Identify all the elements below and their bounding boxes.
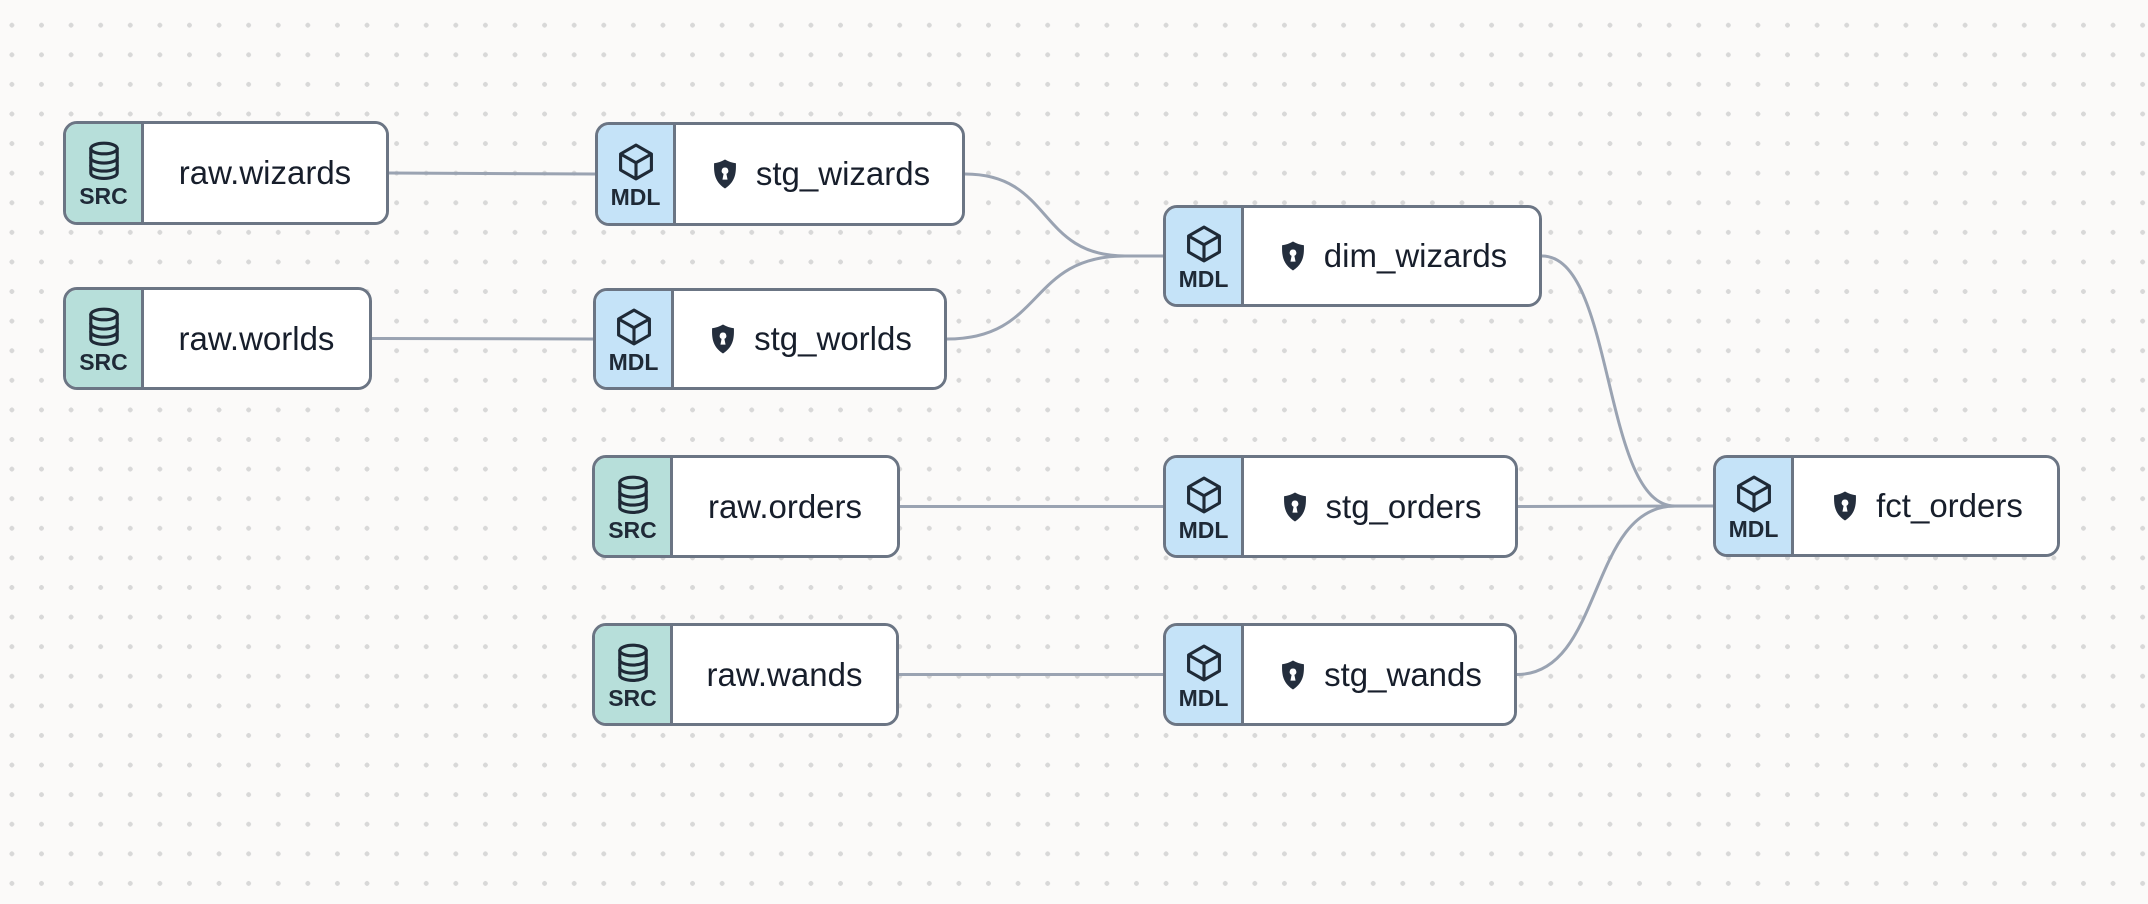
node-type-badge: MDL — [1166, 208, 1244, 304]
node-label: dim_wizards — [1323, 237, 1508, 274]
node-body: dim_wizards — [1244, 208, 1539, 304]
node-stg_wands[interactable]: MDL stg_wands — [1163, 623, 1517, 726]
node-body: stg_wizards — [676, 125, 962, 223]
cube-icon — [1736, 475, 1771, 513]
node-raw_wizards[interactable]: SRC raw.wizards — [63, 121, 389, 225]
edge-stg_wizards-to-dim_wizards — [964, 172, 1163, 258]
node-type-label: MDL — [1178, 516, 1229, 543]
node-type-label: SRC — [608, 684, 657, 711]
edge-dim_wizards-to-fct_orders — [1541, 254, 1713, 508]
node-label: raw.worlds — [178, 319, 335, 357]
shield-lock-icon — [1281, 241, 1304, 271]
node-label: raw.wands — [706, 655, 863, 693]
node-dim_wizards[interactable]: MDL dim_wizards — [1163, 205, 1542, 307]
edge-stg_worlds-to-dim_wizards — [946, 254, 1163, 341]
node-label: stg_worlds — [754, 320, 912, 357]
node-body: stg_worlds — [674, 291, 944, 387]
node-label: raw.orders — [707, 487, 863, 525]
shield-lock-icon — [712, 324, 735, 354]
node-fct_orders[interactable]: MDL fct_orders — [1713, 455, 2060, 557]
edge-stg_orders-to-fct_orders — [1517, 504, 1714, 508]
node-type-label: MDL — [1178, 266, 1229, 293]
node-type-badge: MDL — [1166, 626, 1244, 723]
node-type-badge: MDL — [598, 125, 676, 223]
node-raw_worlds[interactable]: SRC raw.worlds — [63, 287, 372, 390]
node-type-badge: SRC — [595, 626, 673, 723]
edge-raw_wizards-to-stg_wizards — [388, 171, 596, 176]
node-label: raw.wizards — [178, 154, 352, 191]
cube-icon — [1186, 476, 1221, 514]
node-label: stg_wizards — [755, 155, 931, 192]
node-label: stg_wands — [1324, 655, 1482, 693]
shield-lock-icon — [713, 159, 736, 189]
node-type-label: MDL — [1178, 684, 1229, 711]
shield-lock-icon — [1283, 492, 1306, 521]
node-stg_orders[interactable]: MDL stg_orders — [1163, 455, 1518, 558]
node-type-label: SRC — [79, 183, 128, 210]
node-body: stg_orders — [1244, 458, 1515, 555]
database-icon — [617, 643, 648, 682]
node-body: raw.orders — [673, 458, 897, 555]
node-type-badge: MDL — [1716, 458, 1794, 554]
node-type-badge: MDL — [1166, 458, 1244, 555]
database-icon — [88, 307, 119, 346]
cube-icon — [616, 308, 651, 346]
shield-lock-icon — [1282, 660, 1305, 689]
node-body: raw.wizards — [144, 124, 386, 222]
node-body: fct_orders — [1794, 458, 2057, 554]
edge-stg_wands-to-fct_orders — [1516, 504, 1713, 676]
cube-icon — [618, 143, 653, 181]
node-type-label: SRC — [79, 348, 128, 375]
node-type-label: MDL — [608, 349, 659, 376]
node-stg_worlds[interactable]: MDL stg_worlds — [593, 288, 947, 390]
database-icon — [88, 142, 119, 181]
node-type-badge: SRC — [66, 290, 144, 387]
node-body: raw.wands — [673, 626, 896, 723]
node-type-badge: SRC — [595, 458, 673, 555]
cube-icon — [1186, 644, 1221, 682]
node-label: fct_orders — [1876, 487, 2023, 524]
node-type-label: MDL — [610, 184, 661, 211]
node-stg_wizards[interactable]: MDL stg_wizards — [595, 122, 965, 226]
edge-raw_worlds-to-stg_worlds — [371, 337, 594, 341]
node-body: stg_wands — [1244, 626, 1514, 723]
node-type-label: MDL — [1728, 516, 1779, 543]
node-body: raw.worlds — [144, 290, 369, 387]
node-raw_wands[interactable]: SRC raw.wands — [592, 623, 899, 726]
node-type-badge: SRC — [66, 124, 144, 222]
node-raw_orders[interactable]: SRC raw.orders — [592, 455, 900, 558]
node-type-label: SRC — [608, 516, 657, 543]
database-icon — [617, 475, 648, 514]
node-label: stg_orders — [1325, 487, 1482, 525]
cube-icon — [1186, 225, 1221, 263]
node-type-badge: MDL — [596, 291, 674, 387]
shield-lock-icon — [1834, 491, 1857, 521]
